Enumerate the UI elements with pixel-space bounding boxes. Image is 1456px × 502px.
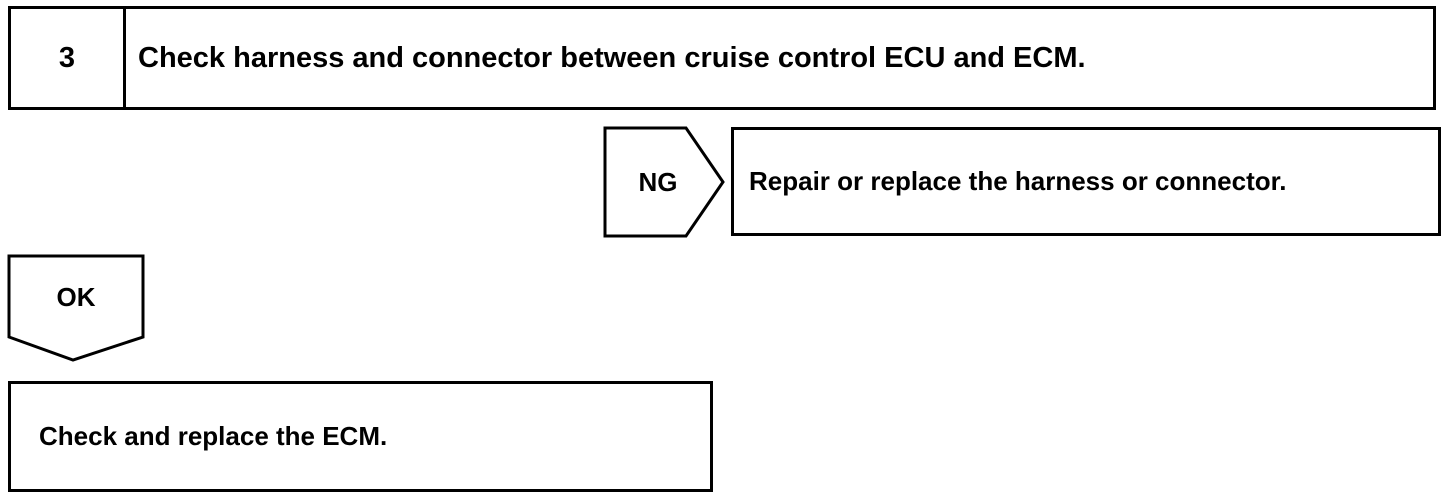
ok-arrow-shape	[7, 254, 145, 362]
ng-action-box: Repair or replace the harness or connect…	[731, 127, 1441, 236]
ok-action-box: Check and replace the ECM.	[8, 381, 713, 492]
step-number: 3	[11, 9, 126, 107]
step-box: 3 Check harness and connector between cr…	[8, 6, 1436, 110]
ng-label: NG	[638, 166, 678, 197]
step-title: Check harness and connector between crui…	[138, 41, 1086, 74]
ng-arrow-shape	[603, 126, 725, 238]
ok-label: OK	[56, 281, 96, 312]
